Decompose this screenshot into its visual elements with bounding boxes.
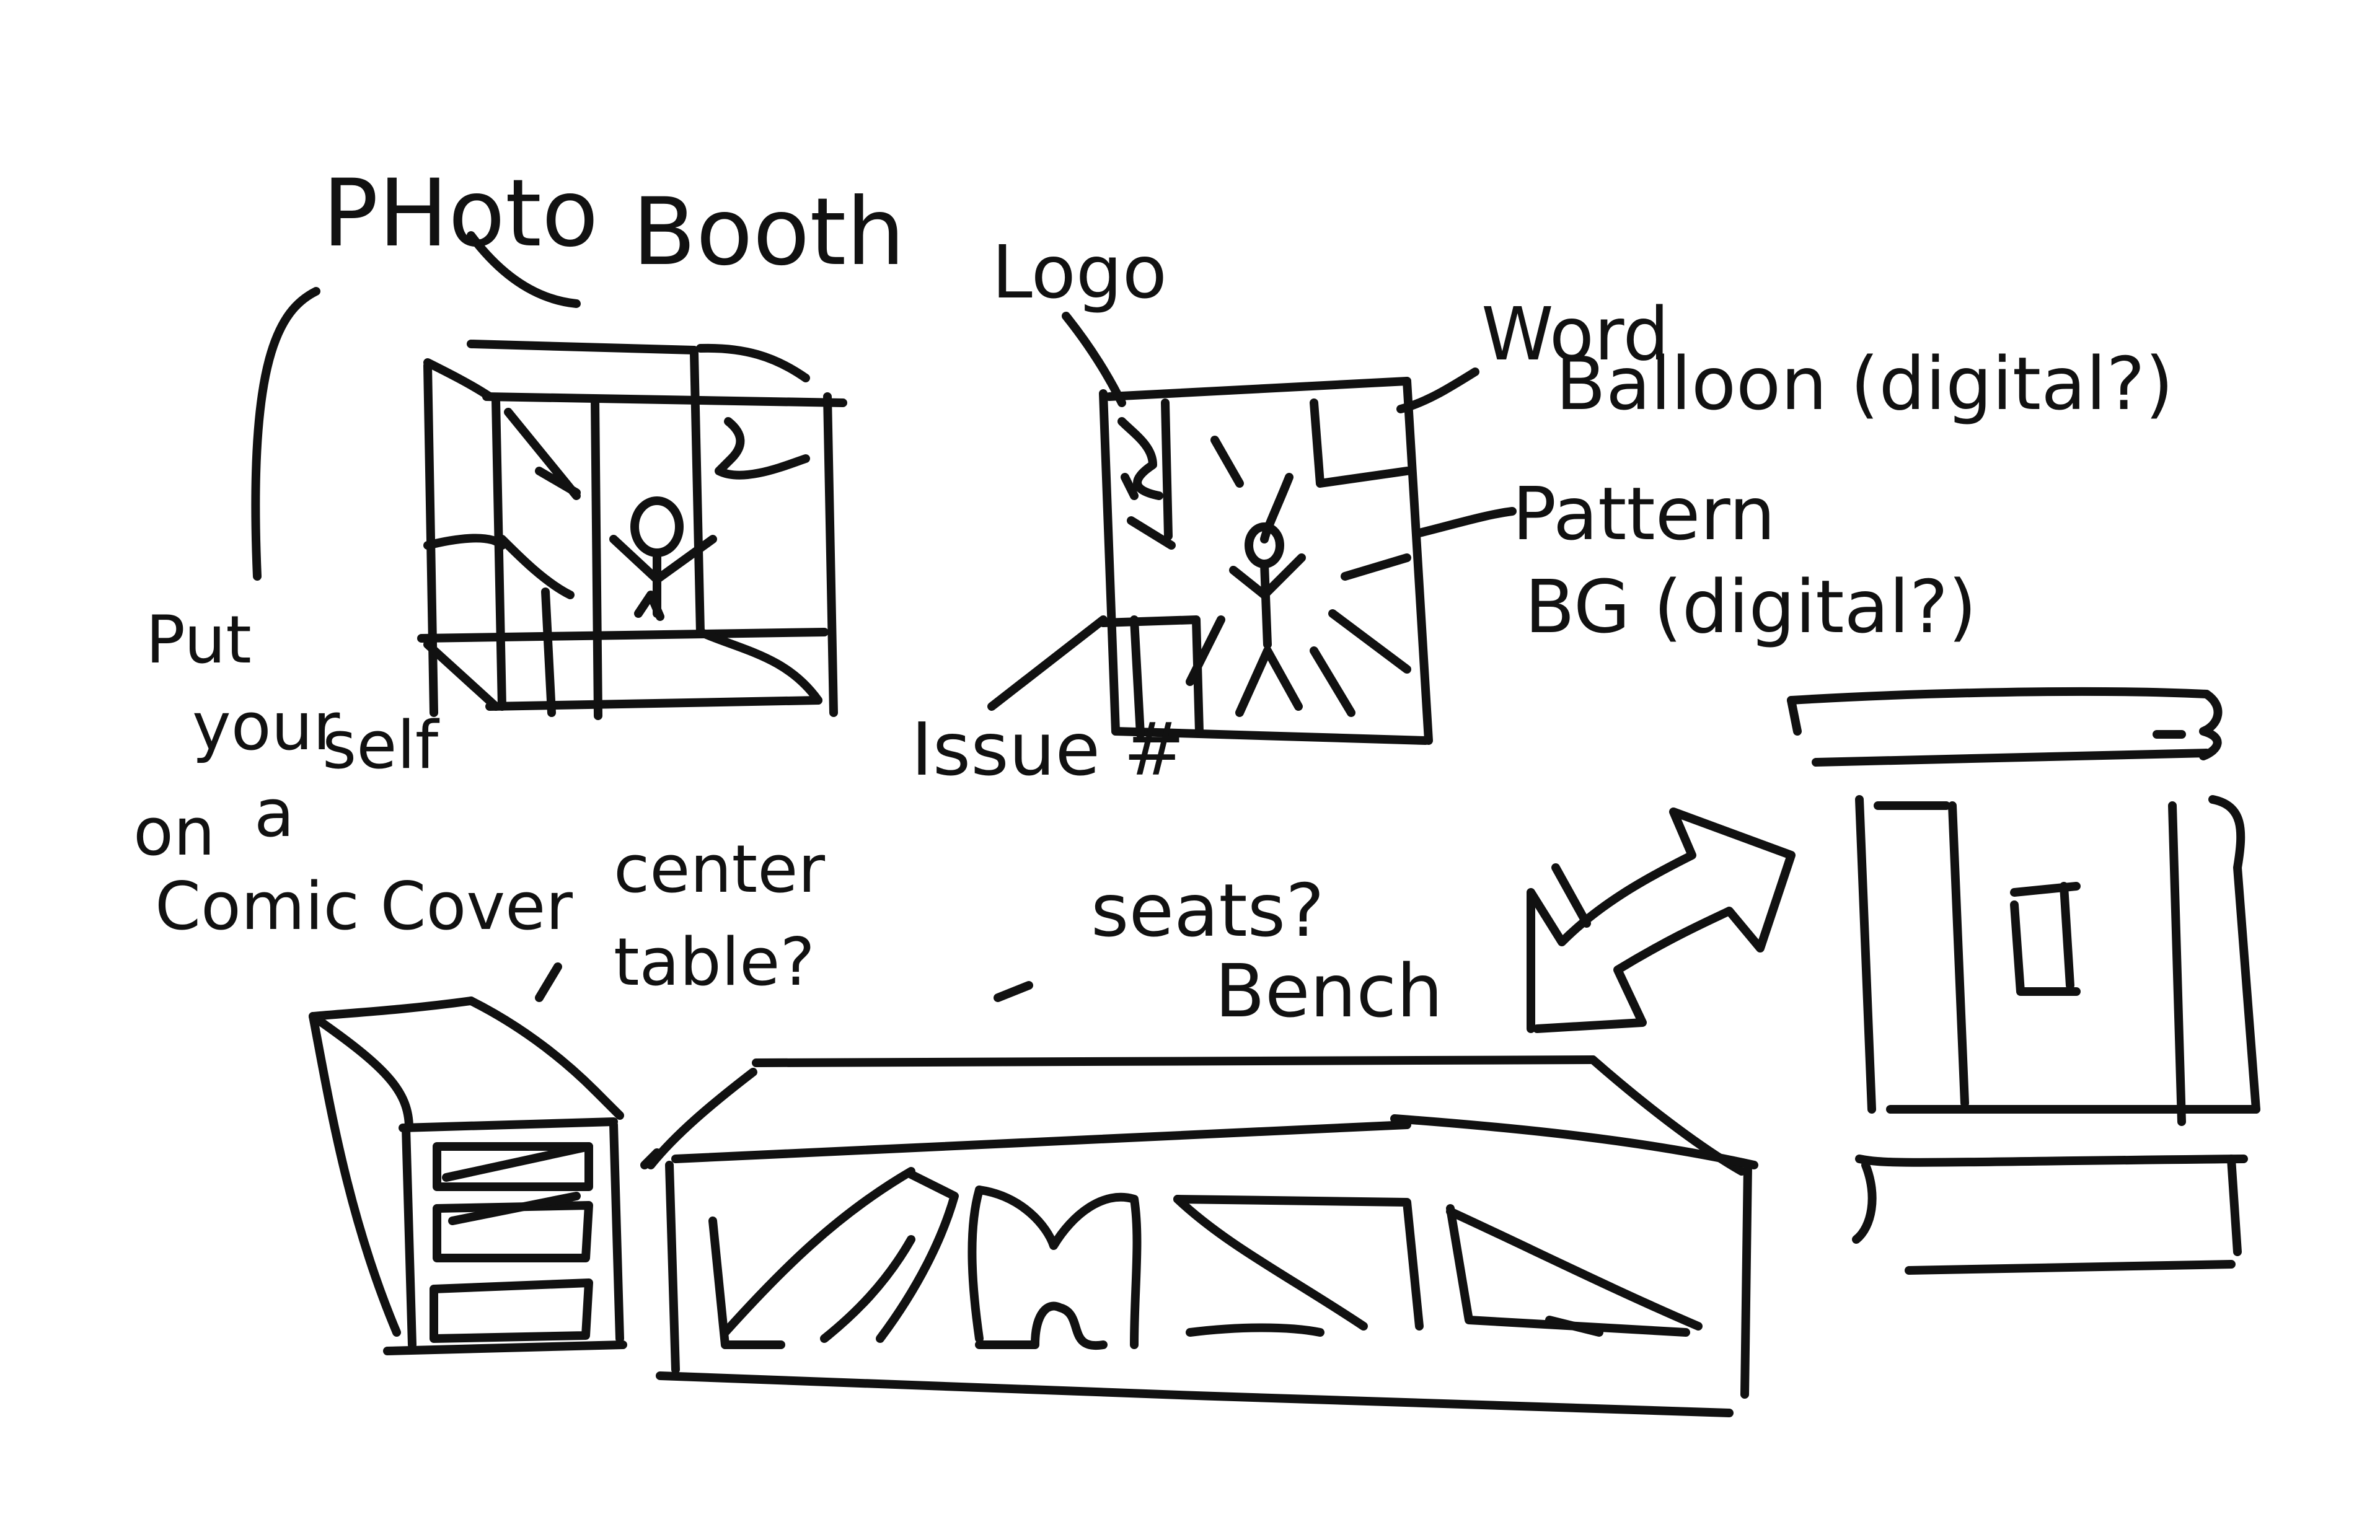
put-label: Put [146, 602, 252, 678]
center-table-sketch [309, 997, 627, 1355]
photo-booth-sketch [417, 340, 847, 720]
pattern-leader-line [1415, 507, 1517, 537]
bench-label: Bench [1215, 948, 1443, 1034]
put-yourself-leader-line [251, 287, 320, 581]
center-label: center [614, 831, 826, 907]
word-balloon-leader-line [1396, 367, 1479, 413]
on-label: on [133, 794, 216, 870]
issue-label: Issue # [911, 706, 1185, 792]
backdrop-sketch [1787, 687, 2260, 1275]
comic-cover-label: Comic Cover [155, 868, 573, 944]
booth-label: Booth [632, 178, 906, 286]
pattern-label-line-1: Pattern [1512, 471, 1776, 557]
photo-booth-arc [467, 231, 581, 308]
seats-leader-line [994, 981, 1033, 1002]
arrow-tick [1551, 863, 1591, 928]
self-label: self [322, 707, 439, 783]
arrow-sketch [1527, 807, 1796, 1033]
word-balloon-label-line-1: Word [1481, 291, 1670, 377]
pattern-label-line-2: BG (digital?) [1525, 564, 1977, 649]
comic-cover-sketch [987, 377, 1433, 745]
your-label: your [192, 689, 340, 765]
center-table-leader-line [535, 962, 562, 1002]
bench-side-tick [640, 1148, 661, 1169]
logo-leader-line [1062, 312, 1126, 407]
table-label: table? [614, 924, 815, 1000]
logo-label: Logo [992, 229, 1167, 315]
word-balloon-label-line-2: Balloon (digital?) [1556, 341, 2174, 426]
bench-sketch [646, 1055, 1758, 1417]
a-label: a [254, 775, 294, 851]
photo-label: PHoto [322, 160, 599, 268]
seats-label: seats? [1091, 868, 1324, 953]
